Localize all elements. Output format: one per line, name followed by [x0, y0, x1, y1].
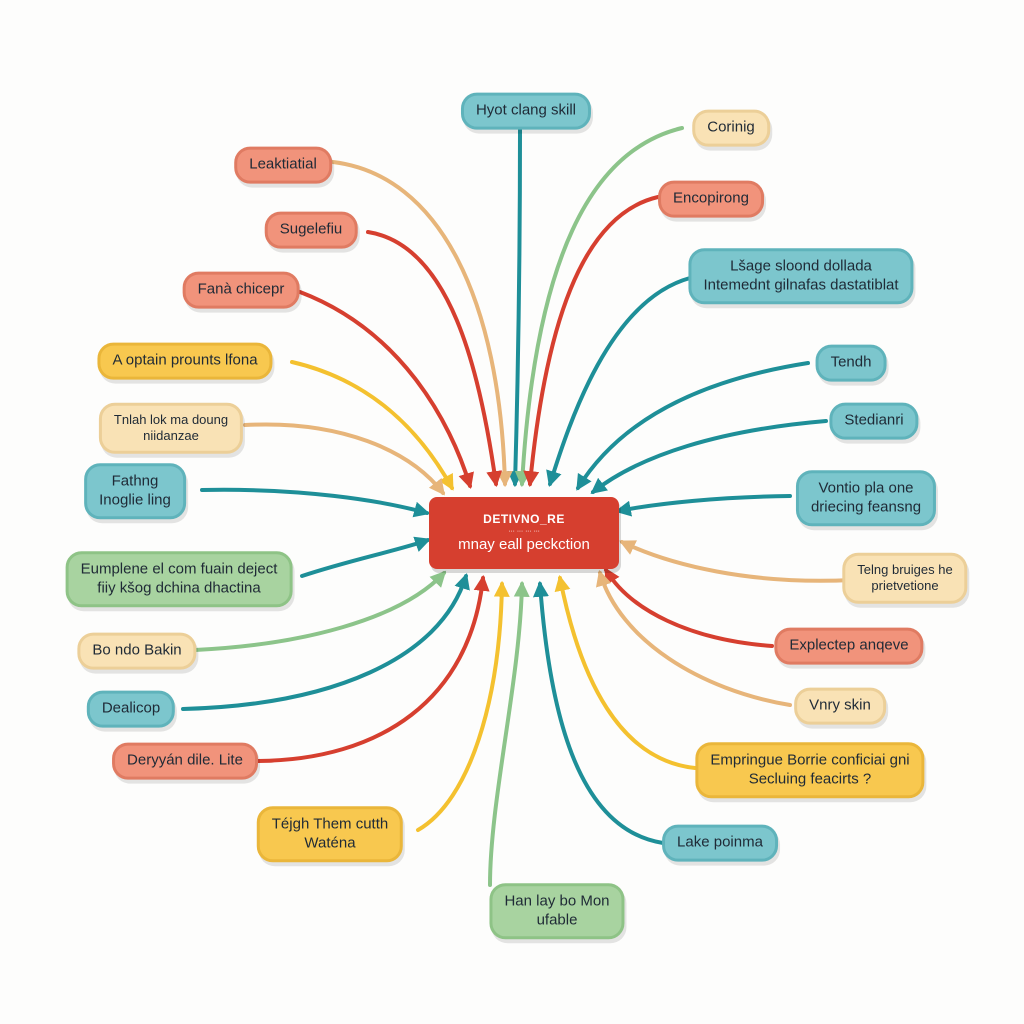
node-hyot-clang-skill[interactable]: Hyot clang skill: [460, 92, 592, 130]
connector-n3: [331, 160, 513, 488]
node-vnry-skin[interactable]: Vnry skin: [794, 687, 886, 725]
connector-n5: [366, 230, 503, 488]
connector-n2: [514, 126, 684, 488]
node-a-optain-prounts[interactable]: A optain prounts lfona: [97, 342, 273, 380]
node-label-line2: prietvetione: [871, 578, 939, 593]
connector-n4: [523, 195, 660, 488]
connector-n24: [488, 580, 530, 887]
node-label: Encopirong: [673, 189, 749, 207]
connector-n8: [290, 360, 454, 491]
connector-n18: [181, 572, 470, 711]
node-stedianri[interactable]: Stedianri: [829, 402, 919, 440]
node-label-line1: Tnlah lok ma doung: [113, 411, 229, 427]
node-label-line1: Han lay bo Mon: [504, 892, 610, 910]
node-label-line1: Empringue Borrie conficiai gni: [710, 751, 910, 769]
node-label-line2: Secluing feacirts ?: [748, 770, 872, 787]
node-corinig[interactable]: Corinig: [692, 109, 770, 147]
node-label-line2: driecing feansng: [810, 498, 922, 515]
connector-n13: [614, 494, 792, 517]
node-label-line2: ufable: [536, 911, 578, 928]
connector-n1: [507, 128, 524, 488]
node-label-line2: Intemednt gilnafas dastatiblat: [703, 276, 899, 293]
node-label: Dealicop: [101, 699, 161, 717]
node-label-line1: Vontio pla one: [818, 479, 914, 497]
node-encopirong[interactable]: Encopirong: [658, 180, 764, 218]
node-dealicop[interactable]: Dealicop: [86, 690, 176, 728]
connector-n14: [300, 536, 432, 578]
node-bo-ndo-bakin[interactable]: Bo ndo Bakin: [77, 632, 197, 670]
central-topic-heading: DETIVNO_RE: [483, 511, 565, 526]
node-label-line2: Inoglie ling: [99, 491, 171, 508]
node-label-line1: Eumplene el com fuain deject: [80, 560, 278, 578]
connector-n21: [554, 574, 697, 770]
node-label: Lake poinma: [677, 833, 763, 851]
connector-n23: [532, 580, 665, 845]
connector-n22: [416, 580, 510, 832]
node-label-line1: Telng bruiges he: [857, 561, 953, 577]
node-label: Explectep anqeve: [789, 636, 909, 654]
connector-n11: [590, 419, 828, 494]
node-label: Deryyán dile. Lite: [127, 751, 243, 769]
node-label: Stedianri: [844, 411, 904, 429]
node-label: Vnry skin: [809, 696, 871, 714]
connector-n9: [576, 361, 810, 491]
node-label-line2: fiiy kšog dchina dhactina: [97, 579, 261, 596]
node-label: Hyot clang skill: [475, 101, 577, 119]
connector-n17: [604, 567, 774, 648]
node-label-line1: Lšage sloond dollada: [730, 257, 872, 275]
node-label: Corinig: [707, 118, 755, 136]
node-deryyan-dile[interactable]: Deryyán dile. Lite: [112, 742, 258, 780]
connector-n7: [298, 290, 474, 490]
connector-n6: [546, 276, 692, 488]
node-explectep-anqeve[interactable]: Explectep anqeve: [774, 627, 924, 665]
node-label: A optain prounts lfona: [112, 351, 258, 369]
connector-n20: [256, 574, 490, 763]
node-label-line1: Téjgh Them cutth: [271, 815, 389, 833]
node-label-line2: niidanzae: [143, 428, 199, 443]
node-label: Leaktiatial: [249, 155, 317, 173]
node-fana-chicepr[interactable]: Fanà chicepr: [182, 271, 300, 309]
node-label: Sugelefiu: [279, 220, 343, 238]
node-label-line1: Fathng: [111, 472, 159, 490]
connector-n12: [200, 487, 431, 518]
connector-n19: [596, 569, 792, 707]
central-topic-subtext: ᐧᐧᐧ ᐧᐧᐧ ᐧᐧᐧ ᐧᐧᐧ: [508, 526, 540, 536]
node-label: Tendh: [830, 353, 872, 371]
connector-n16: [193, 570, 447, 652]
node-leaktiatial[interactable]: Leaktiatial: [234, 146, 332, 184]
connector-n10: [243, 422, 445, 496]
node-lake-poinma[interactable]: Lake poinma: [662, 824, 778, 862]
node-label: Fanà chicepr: [197, 280, 285, 298]
node-label-line2: Waténa: [304, 834, 356, 851]
central-topic-box[interactable]: DETIVNO_RE ᐧᐧᐧ ᐧᐧᐧ ᐧᐧᐧ ᐧᐧᐧ mnay eall pec…: [429, 497, 619, 569]
node-sugelefiu[interactable]: Sugelefiu: [264, 211, 358, 249]
central-topic-title: mnay eall peckction: [458, 535, 590, 553]
node-label: Bo ndo Bakin: [92, 641, 182, 659]
node-tendh[interactable]: Tendh: [815, 344, 887, 382]
connector-n15: [619, 540, 854, 583]
